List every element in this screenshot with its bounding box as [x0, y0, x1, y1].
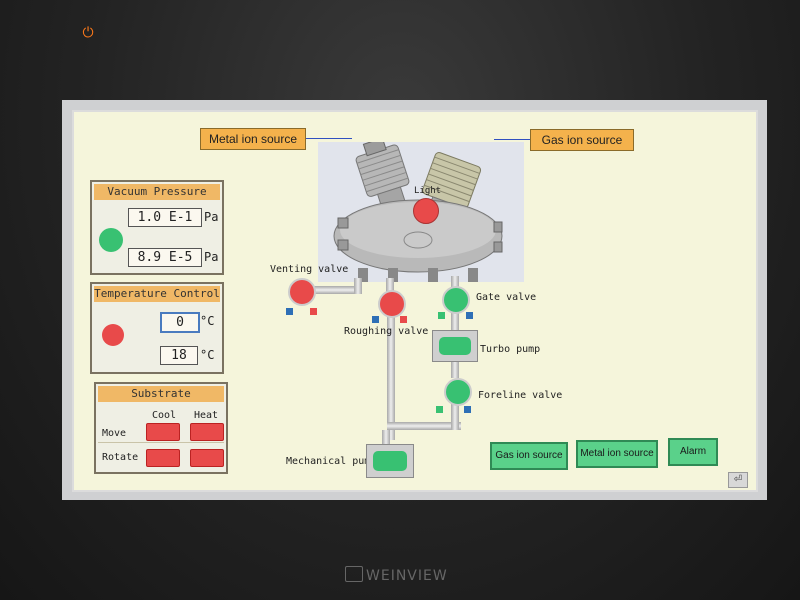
venting-valve-label: Venting valve: [270, 264, 349, 275]
light-label: Light: [414, 186, 442, 196]
turbo-pump-status: [439, 337, 471, 355]
pipe-foreline-down: [451, 402, 459, 430]
substrate-title: Substrate: [98, 386, 224, 402]
power-icon: ⏻: [82, 24, 94, 40]
metal-ion-source-label: Metal ion source: [200, 128, 306, 150]
chamber-illustration: [318, 137, 524, 282]
light-indicator[interactable]: [413, 198, 439, 224]
mechanical-pump-label: Mechanical pump: [286, 456, 377, 467]
temperature-actual-value: 18: [160, 346, 198, 365]
substrate-row-divider: [98, 442, 224, 443]
temperature-control-title: Temperature Control: [94, 286, 220, 302]
actual-unit: °C: [200, 348, 215, 362]
alarm-button[interactable]: Alarm: [668, 438, 718, 466]
brand-mark-icon: [345, 566, 363, 582]
vacuum-pressure-unit-2: Pa: [204, 250, 219, 264]
turbo-pump[interactable]: [432, 330, 478, 362]
temperature-control-panel: Temperature Control 0 °C 18 °C: [90, 282, 224, 374]
col-cool-label: Cool: [152, 410, 177, 421]
pipe-mech-riser: [382, 430, 390, 444]
pipe-roughing-riser: [386, 278, 394, 296]
foreline-indicator-b: [464, 406, 471, 413]
pipe-gate-turbo: [451, 308, 459, 330]
rotate-heat-button[interactable]: [190, 449, 224, 467]
row-rotate-label: Rotate: [102, 452, 139, 463]
gate-valve-label: Gate valve: [476, 292, 537, 303]
gas-source-leader-line: [494, 139, 530, 140]
pipe-venting: [310, 286, 360, 294]
roughing-valve[interactable]: [378, 290, 406, 318]
heater-status-lamp[interactable]: [102, 324, 124, 346]
hmi-screen: Light Metal ion source Gas ion source Va…: [72, 110, 758, 492]
move-heat-button[interactable]: [190, 423, 224, 441]
turbo-pump-label: Turbo pump: [480, 344, 541, 355]
pipe-roughing-down: [387, 310, 395, 440]
gas-ion-source-button-label: Gas ion source: [495, 450, 563, 461]
gate-indicator-b: [466, 312, 473, 319]
metal-ion-source-button[interactable]: Metal ion source: [576, 440, 658, 468]
pipe-venting-riser: [354, 278, 362, 294]
temperature-setpoint-input[interactable]: 0: [160, 312, 200, 333]
vacuum-pressure-unit-1: Pa: [204, 210, 219, 224]
brand-logo: WEINVIEW: [345, 566, 448, 584]
col-heat-label: Heat: [194, 410, 219, 421]
roughing-valve-label: Roughing valve: [344, 326, 429, 337]
mechanical-pump-status: [373, 451, 407, 471]
metal-ion-source-button-label: Metal ion source: [580, 448, 654, 459]
rotate-cool-button[interactable]: [146, 449, 180, 467]
setpoint-unit: °C: [200, 314, 215, 328]
foreline-indicator-a: [436, 406, 443, 413]
row-move-label: Move: [102, 428, 127, 439]
foreline-valve-label: Foreline valve: [478, 390, 563, 401]
gate-indicator-a: [438, 312, 445, 319]
foreline-valve[interactable]: [444, 378, 472, 406]
back-corner-icon[interactable]: ⏎: [728, 472, 748, 488]
pipe-turbo-foreline: [451, 360, 459, 378]
gate-valve[interactable]: [442, 286, 470, 314]
pipe-mech-link: [387, 422, 461, 430]
metal-source-leader-line: [306, 138, 352, 139]
gas-ion-source-label: Gas ion source: [530, 129, 634, 151]
venting-indicator-a: [286, 308, 293, 315]
roughing-indicator-a: [372, 316, 379, 323]
venting-indicator-b: [310, 308, 317, 315]
mechanical-pump[interactable]: [366, 444, 414, 478]
move-cool-button[interactable]: [146, 423, 180, 441]
vacuum-pressure-value-2: 8.9 E-5: [128, 248, 202, 267]
vacuum-pressure-title: Vacuum Pressure: [94, 184, 220, 200]
alarm-button-label: Alarm: [679, 446, 707, 457]
vacuum-pressure-panel: Vacuum Pressure 1.0 E-1 Pa 8.9 E-5 Pa: [90, 180, 224, 275]
roughing-indicator-b: [400, 316, 407, 323]
gas-ion-source-button[interactable]: Gas ion source: [490, 442, 568, 470]
vacuum-pressure-value-1: 1.0 E-1: [128, 208, 202, 227]
vacuum-status-lamp: [99, 228, 123, 252]
substrate-panel: Substrate Cool Heat Move Rotate: [94, 382, 228, 474]
venting-valve[interactable]: [288, 278, 316, 306]
brand-name: WEINVIEW: [366, 568, 448, 584]
